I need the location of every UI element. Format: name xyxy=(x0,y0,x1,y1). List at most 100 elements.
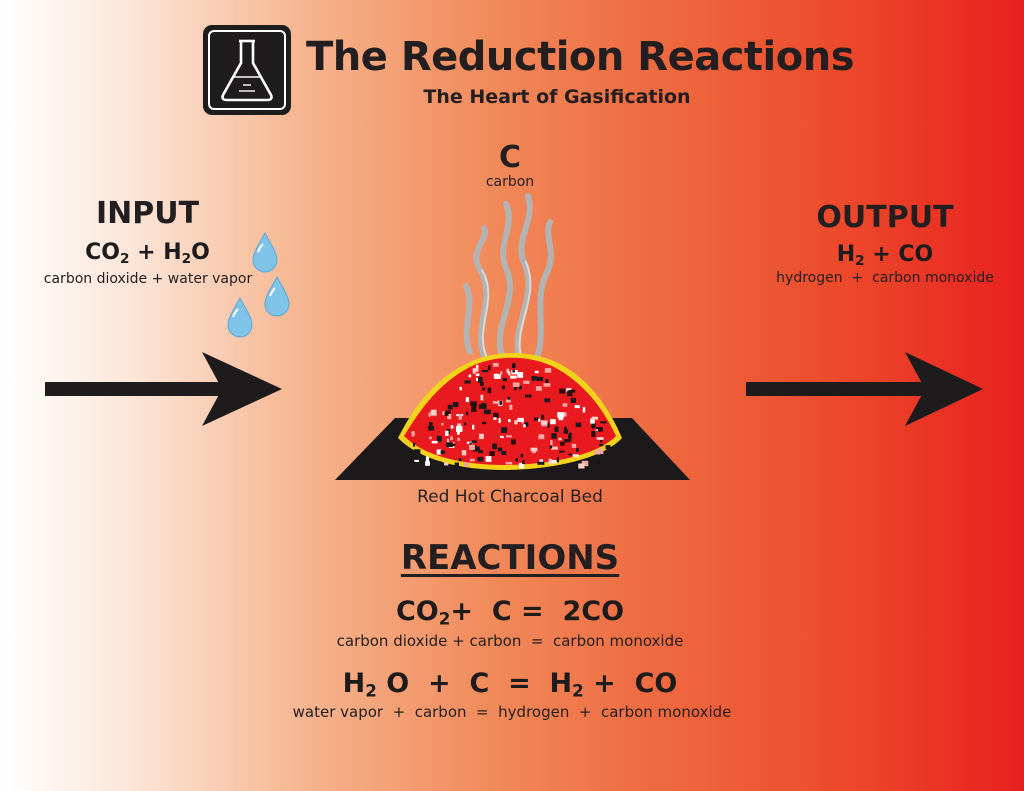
ember-speck xyxy=(505,461,513,465)
ember-speck xyxy=(411,431,415,437)
ember-speck xyxy=(457,423,462,429)
ember-speck xyxy=(464,422,467,426)
ember-speck xyxy=(570,398,576,403)
page-subtitle: The Heart of Gasification xyxy=(423,86,691,108)
ember-speck xyxy=(429,436,432,440)
ember-speck xyxy=(564,439,570,443)
reaction-1-formula: CO2+ C = 2CO xyxy=(395,596,625,629)
ember-speck xyxy=(544,398,551,403)
ember-speck xyxy=(493,417,497,420)
ember-speck xyxy=(538,418,541,422)
reaction-1-description: carbon dioxide + carbon = carbon monoxid… xyxy=(336,632,684,650)
ember-speck xyxy=(524,422,529,427)
ember-speck xyxy=(571,443,577,448)
ember-speck xyxy=(487,387,492,394)
page-title: The Reduction Reactions xyxy=(306,34,855,80)
input-formula: CO2 + H2O xyxy=(85,240,210,267)
ember-speck xyxy=(523,424,526,428)
output-heading: OUTPUT xyxy=(816,200,954,235)
ember-speck xyxy=(492,443,497,450)
ember-speck xyxy=(530,447,538,452)
input-description: carbon dioxide + water vapor xyxy=(43,271,253,287)
ember-speck xyxy=(463,462,470,467)
ember-speck xyxy=(480,394,484,401)
ember-speck xyxy=(568,389,576,393)
ember-speck xyxy=(500,371,503,375)
ember-speck xyxy=(574,405,580,409)
ember-speck xyxy=(514,420,518,425)
ember-speck xyxy=(517,372,524,378)
ember-speck xyxy=(545,379,549,384)
ember-speck xyxy=(413,442,416,447)
ember-speck xyxy=(481,403,487,409)
ember-speck xyxy=(458,458,462,462)
ember-speck xyxy=(481,369,489,373)
ember-speck xyxy=(431,440,438,444)
ember-speck xyxy=(478,450,483,454)
carbon-symbol: C xyxy=(498,140,522,175)
ember-speck xyxy=(506,435,512,438)
ember-speck xyxy=(454,462,459,469)
ember-speck xyxy=(425,456,430,462)
ember-speck xyxy=(597,460,601,465)
ember-speck xyxy=(525,394,532,398)
ember-speck xyxy=(596,437,604,440)
output-description: hydrogen + carbon monoxide xyxy=(776,270,994,286)
water-drop-icon xyxy=(227,231,290,338)
ember-speck xyxy=(551,433,557,439)
ember-speck xyxy=(493,373,499,379)
ember-speck xyxy=(599,443,604,447)
output-formula: H2 + CO xyxy=(836,242,934,269)
ember-speck xyxy=(458,414,462,420)
ember-speck xyxy=(537,461,545,465)
ember-speck xyxy=(578,463,585,469)
ember-speck xyxy=(501,385,505,390)
ember-speck xyxy=(548,458,553,465)
ember-speck xyxy=(560,441,565,446)
ember-speck xyxy=(534,370,539,374)
ember-speck xyxy=(465,397,469,403)
ember-speck xyxy=(558,437,562,441)
ember-speck xyxy=(469,442,472,446)
ember-speck xyxy=(450,436,453,441)
reaction-2-description: water vapor + carbon = hydrogen + carbon… xyxy=(292,703,732,721)
ember-speck xyxy=(541,414,545,420)
ember-speck xyxy=(590,418,595,424)
ember-speck xyxy=(550,419,556,425)
ember-speck xyxy=(535,386,542,391)
ember-speck xyxy=(479,433,484,440)
ember-speck xyxy=(567,390,573,397)
ember-speck xyxy=(600,421,607,424)
ember-speck xyxy=(430,409,437,416)
ember-speck xyxy=(469,444,475,450)
ember-speck xyxy=(425,461,430,466)
ember-speck xyxy=(511,439,516,445)
charcoal-bed-label: Red Hot Charcoal Bed xyxy=(417,487,603,507)
ember-speck xyxy=(597,448,604,454)
ember-speck xyxy=(464,380,471,384)
ember-speck xyxy=(582,407,586,413)
ember-speck xyxy=(510,375,517,379)
ember-speck xyxy=(533,417,539,421)
ember-speck xyxy=(499,400,502,405)
ember-speck xyxy=(469,458,475,462)
ember-speck xyxy=(459,386,462,391)
charcoal-pile-icon xyxy=(398,353,622,470)
ember-speck xyxy=(549,445,553,449)
ember-speck xyxy=(472,446,480,452)
ember-speck xyxy=(506,368,510,374)
ember-speck xyxy=(551,460,557,464)
ember-speck xyxy=(522,460,525,465)
ember-speck xyxy=(569,437,572,442)
ember-speck xyxy=(480,382,484,387)
ember-speck xyxy=(456,426,463,432)
ember-speck xyxy=(427,426,435,431)
ember-speck xyxy=(488,365,491,371)
ember-speck xyxy=(568,453,572,456)
ember-speck xyxy=(475,373,480,376)
ember-speck xyxy=(478,376,483,383)
ember-speck xyxy=(563,412,567,417)
ember-speck xyxy=(544,368,552,373)
